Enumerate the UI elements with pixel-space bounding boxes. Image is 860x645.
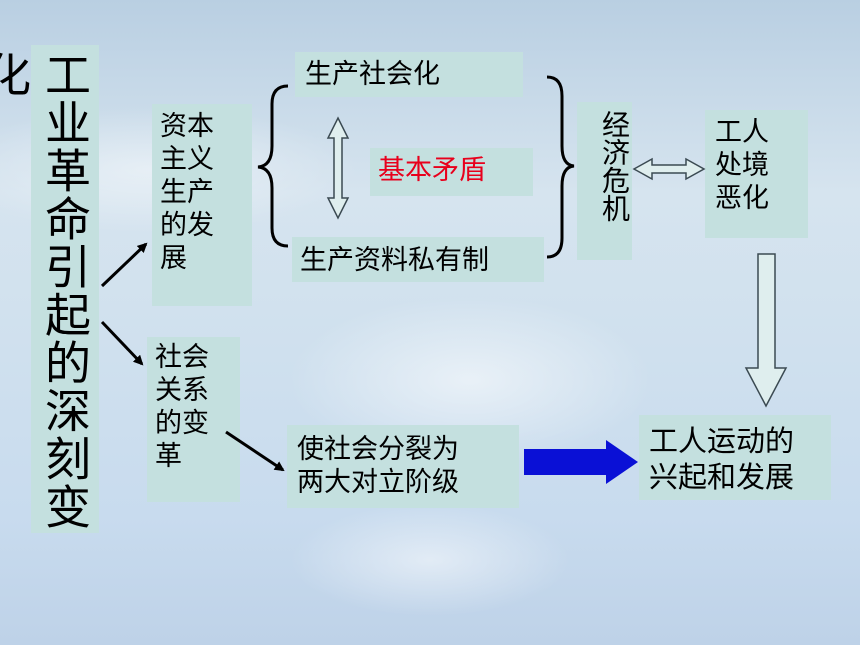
workers-movement-box: 工人运动的 兴起和发展 xyxy=(639,415,831,500)
society-split-box: 使社会分裂为 两大对立阶级 xyxy=(287,425,519,508)
blue-block-arrow xyxy=(524,440,638,484)
worker-line-1: 工人 xyxy=(715,117,769,148)
worker-conditions-box: 工人 处境 恶化 xyxy=(705,110,808,238)
right-brace xyxy=(546,75,575,259)
arrow-title-to-socrel xyxy=(100,320,144,366)
socrel-line-4: 革 xyxy=(155,441,182,472)
socialized-production-text: 生产社会化 xyxy=(305,59,440,90)
split-line-1: 使社会分裂为 xyxy=(297,434,459,465)
split-line-2: 两大对立阶级 xyxy=(297,467,459,498)
title-text: 工业革命引起的深刻变化 xyxy=(0,51,92,531)
private-ownership-text: 生产资料私有制 xyxy=(300,245,489,276)
movement-line-2: 兴起和发展 xyxy=(649,460,795,494)
double-arrow-horizontal xyxy=(632,157,706,181)
economic-crisis-text: 经济危机 xyxy=(598,110,631,222)
left-brace xyxy=(257,84,289,248)
down-hollow-arrow xyxy=(744,253,788,408)
socrel-line-3: 的变 xyxy=(155,408,209,439)
capdev-line-3: 生产 xyxy=(160,177,214,208)
arrow-title-to-capdev xyxy=(100,242,148,288)
title-box: 工业革命引起的深刻变化 xyxy=(0,45,99,533)
worker-line-3: 恶化 xyxy=(715,183,769,214)
basic-contradiction-text: 基本矛盾 xyxy=(378,155,486,186)
socialized-production-box: 生产社会化 xyxy=(295,52,523,97)
movement-line-1: 工人运动的 xyxy=(649,424,795,458)
economic-crisis-box: 经济危机 xyxy=(577,102,632,260)
social-relations-box: 社会 关系 的变 革 xyxy=(147,337,240,502)
basic-contradiction-box: 基本矛盾 xyxy=(370,148,533,196)
socrel-line-2: 关系 xyxy=(155,375,209,406)
private-ownership-box: 生产资料私有制 xyxy=(292,237,544,282)
capdev-line-4: 的发 xyxy=(160,210,214,241)
worker-line-2: 处境 xyxy=(715,150,769,181)
capdev-line-5: 展 xyxy=(160,243,187,274)
capdev-line-1: 资本 xyxy=(160,111,214,142)
double-arrow-vertical xyxy=(326,116,350,220)
capdev-line-2: 主义 xyxy=(160,144,214,175)
arrow-socrel-to-split xyxy=(225,430,285,472)
socrel-line-1: 社会 xyxy=(155,342,209,373)
capitalist-development-box: 资本 主义 生产 的发 展 xyxy=(152,104,252,306)
